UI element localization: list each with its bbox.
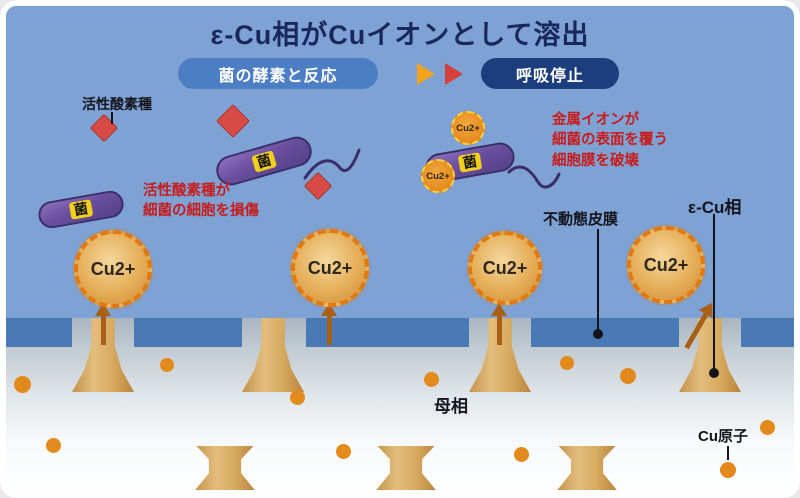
flow-arrow-red-icon bbox=[445, 63, 463, 85]
bacterium-tag: 菌 bbox=[251, 149, 277, 173]
cu-atom-dot bbox=[14, 376, 31, 393]
cu-atom-dot bbox=[560, 356, 574, 370]
cu-ion-label: Cu2+ bbox=[456, 122, 480, 134]
cu-ion: Cu2+ bbox=[291, 229, 369, 307]
cu-ion: Cu2+ bbox=[627, 226, 705, 304]
passive-film-label: 不動態皮膜 bbox=[543, 211, 619, 228]
cu-ion: Cu2+ bbox=[468, 231, 542, 305]
cu-atom-dot bbox=[760, 420, 775, 435]
flagellum-icon bbox=[507, 165, 561, 189]
ros-diamond-icon bbox=[89, 113, 119, 143]
cu-ion-label: Cu2+ bbox=[307, 257, 353, 278]
matrix-label: 母相 bbox=[434, 397, 468, 416]
passive-film-pointer-dot bbox=[593, 329, 603, 339]
cu-atom-dot bbox=[424, 372, 439, 387]
passive-film-connector-line bbox=[597, 229, 599, 332]
cu-ion: Cu2+ bbox=[74, 230, 152, 308]
up-arrow-icon bbox=[491, 303, 507, 345]
cu-atom-dot-labeled bbox=[720, 462, 736, 478]
ros-damage-note: 活性酸素種が 細菌の細胞を損傷 bbox=[143, 183, 259, 220]
ros-label: 活性酸素種 bbox=[82, 96, 152, 112]
cu-atom-dot bbox=[160, 358, 174, 372]
cu-atom-dot bbox=[514, 447, 529, 462]
passive-film-band bbox=[741, 318, 800, 347]
up-arrow-icon bbox=[321, 303, 337, 345]
cu-atom-dot bbox=[46, 438, 61, 453]
bacterium-tag: 菌 bbox=[68, 199, 94, 220]
cu-atom-label: Cu原子 bbox=[698, 428, 748, 445]
passive-film-band bbox=[306, 318, 469, 347]
ecu-phase-connector-line bbox=[713, 214, 715, 372]
ecu-phase-pointer-dot bbox=[709, 368, 719, 378]
cu-atom-dot bbox=[620, 368, 636, 384]
cu-atom-dot bbox=[290, 390, 305, 405]
flow-arrow-yellow-icon bbox=[417, 63, 435, 85]
bacterium: 菌 bbox=[36, 188, 126, 231]
ros-connector-line bbox=[111, 112, 113, 124]
cu-ion-small: Cu2+ bbox=[421, 159, 455, 193]
result-pill: 呼吸停止 bbox=[481, 58, 619, 89]
cu-ion-small: Cu2+ bbox=[451, 111, 485, 145]
cu-ion-label: Cu2+ bbox=[482, 257, 528, 278]
cu-atom-dot bbox=[336, 444, 351, 459]
cu-ion-label: Cu2+ bbox=[643, 254, 689, 275]
reaction-pill: 菌の酵素と反応 bbox=[178, 58, 378, 89]
metal-ion-note: 金属イオンが 細菌の表面を覆う 細胞膜を破壊 bbox=[552, 112, 668, 169]
passive-film-band bbox=[0, 318, 72, 347]
cu-ion-label: Cu2+ bbox=[426, 170, 450, 182]
ecu-phase-label: ε-Cu相 bbox=[688, 198, 742, 217]
cu-atom-connector-line bbox=[727, 446, 729, 460]
up-arrow-icon bbox=[95, 303, 111, 345]
ros-diamond-icon bbox=[216, 104, 250, 138]
passive-film-band bbox=[134, 318, 242, 347]
bacterium-tag: 菌 bbox=[457, 152, 483, 173]
passive-film-band bbox=[531, 318, 679, 347]
diagram-title: ε-Cu相がCuイオンとして溶出 bbox=[210, 20, 590, 50]
cu-ion-label: Cu2+ bbox=[90, 258, 136, 279]
flagellum-icon bbox=[303, 148, 361, 180]
